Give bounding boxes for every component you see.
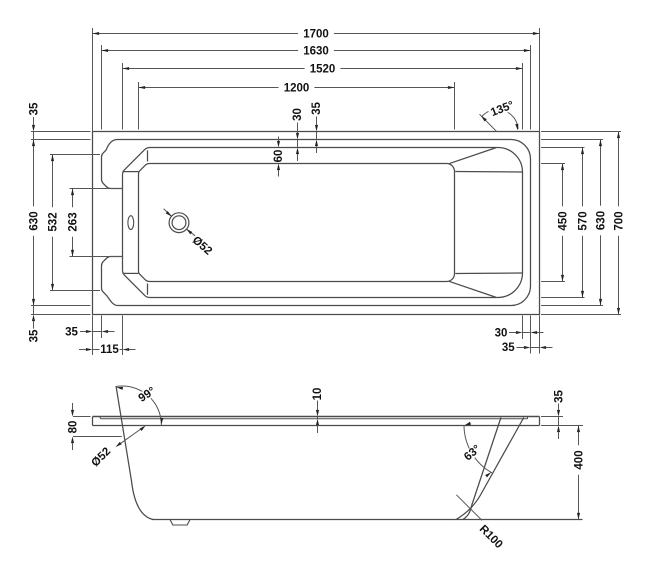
svg-text:700: 700 [614, 211, 626, 230]
svg-text:115: 115 [100, 344, 119, 356]
svg-text:630: 630 [596, 211, 608, 230]
svg-text:1520: 1520 [310, 64, 336, 76]
svg-text:400: 400 [574, 450, 586, 469]
svg-text:35: 35 [311, 102, 323, 115]
svg-text:60: 60 [273, 150, 285, 163]
svg-text:30: 30 [292, 108, 304, 121]
svg-text:80: 80 [68, 421, 80, 434]
svg-text:35: 35 [29, 329, 41, 342]
svg-text:10: 10 [312, 388, 324, 401]
svg-text:1700: 1700 [303, 29, 329, 41]
svg-text:35: 35 [29, 102, 41, 115]
svg-text:1200: 1200 [284, 83, 310, 95]
svg-text:35: 35 [554, 390, 566, 403]
svg-text:35: 35 [65, 326, 78, 338]
svg-text:35: 35 [502, 342, 515, 354]
svg-text:570: 570 [578, 211, 590, 230]
svg-text:532: 532 [48, 212, 60, 231]
svg-text:30: 30 [495, 327, 508, 339]
svg-text:450: 450 [558, 211, 570, 230]
svg-text:630: 630 [29, 211, 41, 230]
svg-text:263: 263 [68, 212, 80, 231]
svg-text:1630: 1630 [303, 46, 329, 58]
